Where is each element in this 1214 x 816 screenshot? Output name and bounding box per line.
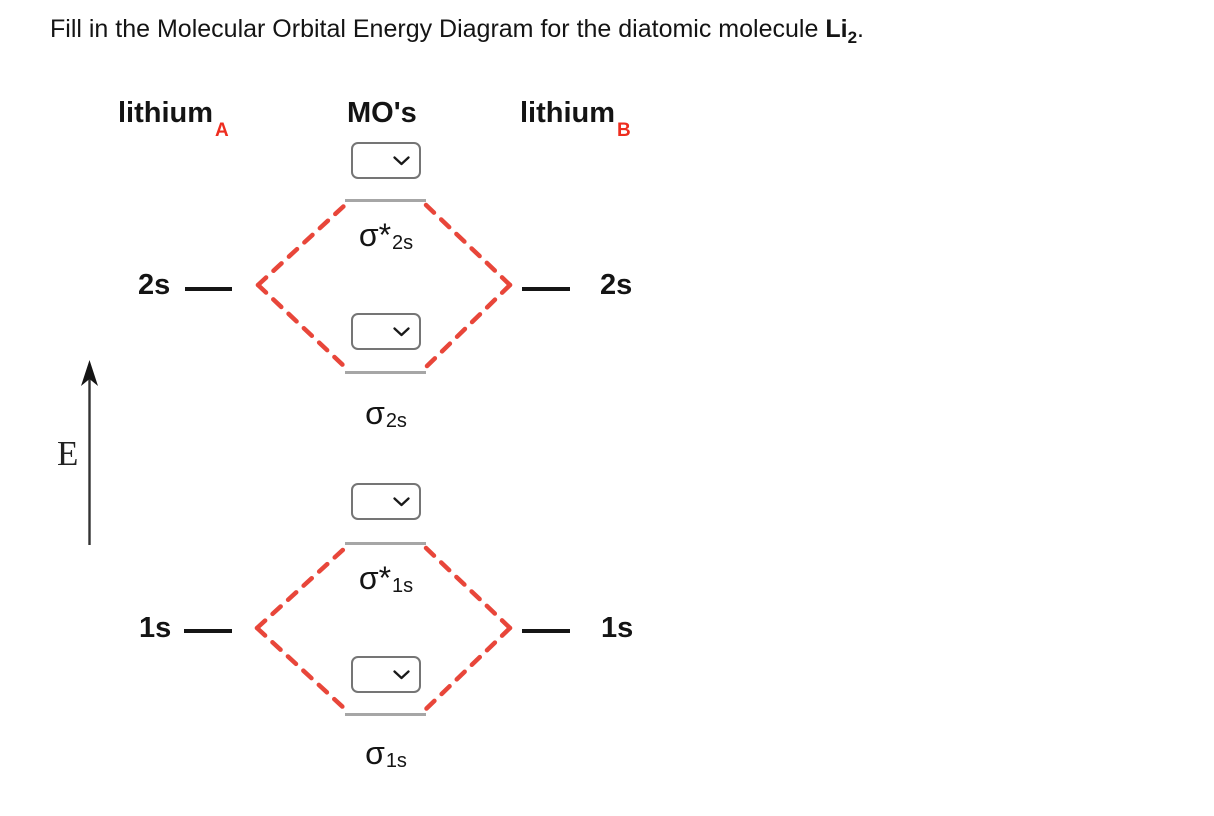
chevron-down-icon [393, 669, 410, 679]
ao-label-2s-right: 2s [600, 269, 633, 301]
sigma-glyph: σ [358, 560, 379, 596]
title-period: . [857, 15, 864, 43]
ao-level-line-1s-left [184, 629, 232, 633]
sigma-glyph: σ [358, 217, 379, 253]
star-glyph: * [378, 560, 392, 596]
molecule-symbol: Li [825, 15, 848, 43]
dashed-line-1s-left-to-sigma [254, 625, 348, 712]
dashed-line-2s-left-to-sigma [255, 282, 348, 370]
left-atom-label: lithium [118, 97, 214, 129]
ao-level-line-2s-right [522, 287, 570, 291]
mo-label-sigma-star-1s: σ*1s [325, 560, 447, 597]
ao-level-line-2s-left [185, 287, 232, 291]
chevron-down-icon [393, 496, 410, 506]
left-atom-subscript: A [215, 120, 229, 141]
dashed-line-1s-right-to-sigma [423, 625, 513, 712]
dropdown-sigma-1s[interactable] [351, 656, 421, 693]
orbital-subscript: 2s [392, 232, 414, 254]
sigma-glyph: σ [365, 395, 385, 431]
mo-level-line-sigma-1s [345, 713, 426, 716]
energy-axis-label: E [57, 434, 79, 473]
mo-level-line-sigma-star-2s [345, 199, 426, 202]
orbital-subscript: 1s [385, 750, 407, 772]
ao-label-1s-left: 1s [139, 612, 172, 644]
dashed-line-2s-right-to-sigma [423, 282, 513, 370]
dropdown-sigma-2s[interactable] [351, 313, 421, 350]
energy-axis-arrowhead-icon [81, 360, 98, 386]
orbital-subscript: 1s [392, 575, 414, 597]
title-text: Fill in the Molecular Orbital Energy Dia… [50, 15, 819, 43]
ao-level-line-1s-right [522, 629, 570, 633]
header-right-atom: lithiumB [520, 97, 631, 141]
right-atom-label: lithium [520, 97, 616, 129]
right-atom-subscript: B [617, 120, 631, 141]
mo-level-line-sigma-2s [345, 371, 426, 374]
header-mos: MO's [347, 97, 417, 130]
orbital-subscript: 2s [385, 410, 407, 432]
dropdown-sigma-star-1s[interactable] [351, 483, 421, 520]
dropdown-sigma-star-2s[interactable] [351, 142, 421, 179]
chevron-down-icon [393, 326, 410, 336]
molecule-subscript: 2 [847, 28, 858, 47]
sigma-glyph: σ [365, 735, 385, 771]
ao-label-2s-left: 2s [138, 269, 171, 301]
chevron-down-icon [393, 155, 410, 165]
mos-label: MO's [347, 97, 417, 129]
star-glyph: * [378, 217, 392, 253]
mo-level-line-sigma-star-1s [345, 542, 426, 545]
header-left-atom: lithiumA [118, 97, 229, 141]
mo-label-sigma-star-2s: σ*2s [325, 217, 447, 254]
ao-label-1s-right: 1s [601, 612, 634, 644]
page-title: Fill in the Molecular Orbital Energy Dia… [50, 15, 864, 47]
